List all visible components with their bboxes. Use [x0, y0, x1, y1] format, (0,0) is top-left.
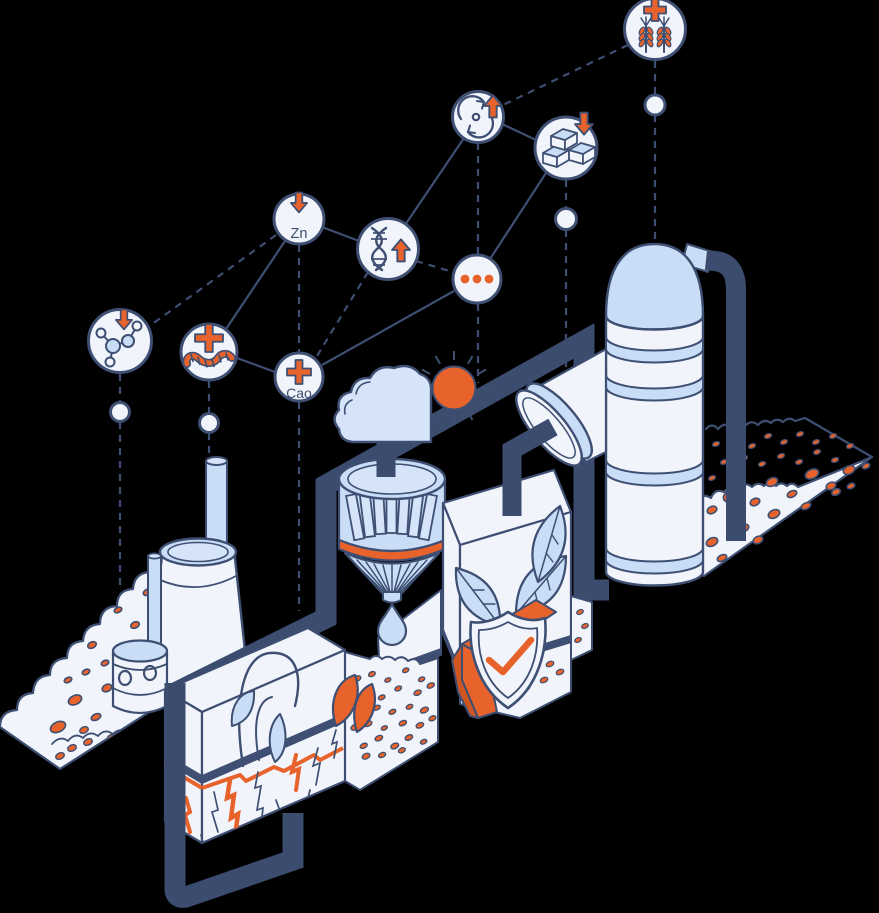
svg-text:Zn: Zn [291, 226, 308, 242]
svg-text:Cao: Cao [286, 385, 312, 401]
